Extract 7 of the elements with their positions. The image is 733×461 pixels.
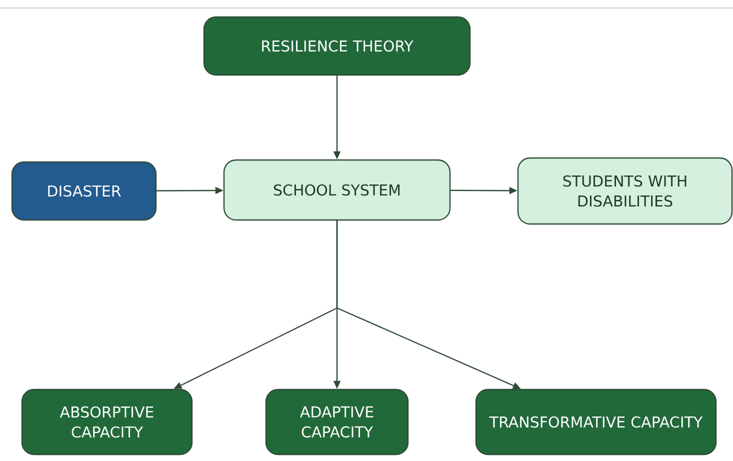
concept-box: RESILIENCE THEORY xyxy=(203,16,471,76)
concept-box: ADAPTIVE CAPACITY xyxy=(265,388,409,456)
concept-box: STUDENTS WITH DISABILITIES xyxy=(517,157,733,225)
concept-box: SCHOOL SYSTEM xyxy=(223,159,451,221)
concept-box: ABSORPTIVE CAPACITY xyxy=(21,388,193,456)
concept-box: TRANSFORMATIVE CAPACITY xyxy=(475,388,717,456)
concept-box: DISASTER xyxy=(11,161,157,221)
